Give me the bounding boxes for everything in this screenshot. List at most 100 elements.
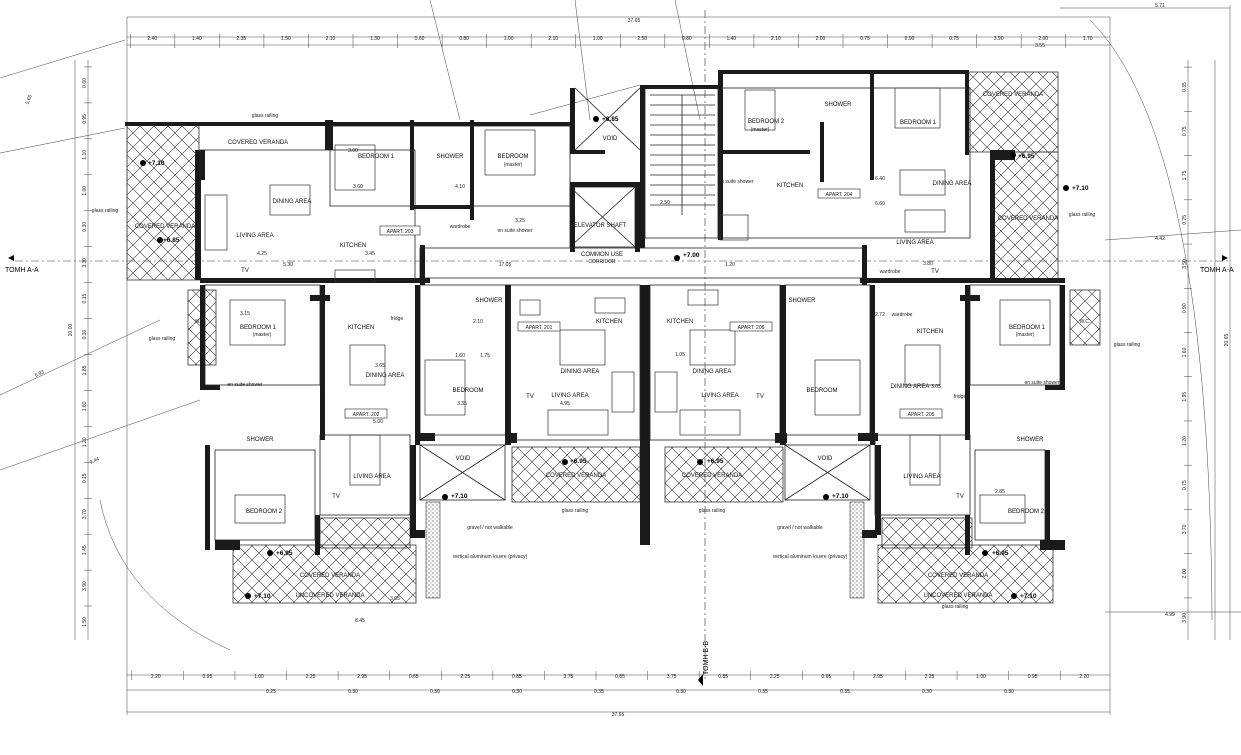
room-dim-text: 3.65 <box>375 363 385 369</box>
top-dim-text: 2.35 <box>236 36 246 42</box>
room-dim-text: 8.45 <box>355 618 365 624</box>
room-dim-text: 1.20 <box>725 262 735 268</box>
label-bedroom-2-l: BEDROOM 2 <box>246 509 283 515</box>
dimension-lines <box>0 0 1241 715</box>
room-dim-text: 2.72 <box>875 312 885 318</box>
level-695-br2: +6.95 <box>992 550 1009 557</box>
label-shower: SHOWER <box>437 154 465 160</box>
bottom-dim-text: 0.65 <box>821 674 831 680</box>
misc-dimension-texts: 5.713.554.424.996.939.445.65 <box>25 3 1176 618</box>
room-dim-text: 1.05 <box>675 352 685 358</box>
label-elevator: ELEVATOR SHAFT <box>574 223 627 229</box>
room-dim-text: 17.05 <box>499 262 512 268</box>
label-shower-r2: SHOWER <box>1017 437 1045 443</box>
label-bedroom-r: BEDROOM <box>806 388 837 394</box>
label-dining-l: DINING AREA <box>366 373 405 379</box>
top-dim-text: 2.10 <box>771 36 781 42</box>
label-kitchen-top: KITCHEN <box>777 183 803 189</box>
furniture <box>204 87 1051 524</box>
total-width-bottom: 37.65 <box>612 712 625 718</box>
label-covered-veranda-bl: COVERED VERANDA <box>300 573 360 579</box>
bottom-dim-text: 2.25 <box>925 674 935 680</box>
label-master-2: (master) <box>751 127 770 133</box>
label-common-use: COMMON USE <box>581 252 623 258</box>
label-dining-201: DINING AREA <box>561 369 600 375</box>
label-louvre-r: vertical aluminum louvre (privacy) <box>773 554 848 560</box>
level-710-br3: +7.10 <box>1020 593 1037 600</box>
interior-lines <box>199 87 1061 541</box>
label-en-suite-r: en suite shower <box>1024 380 1059 386</box>
left-dimension-texts: 0.600.951.101.000.303.300.150.301.851.60… <box>82 66 92 627</box>
bottom-small-dim-text: 0.35 <box>840 689 850 695</box>
section-a-left: TOMH A-A <box>5 267 39 274</box>
right-dim-text: 1.20 <box>1182 436 1188 446</box>
label-fridge-r: fridge <box>954 394 967 400</box>
label-covered-veranda-tr: COVERED VERANDA <box>983 92 1043 98</box>
label-master: (master) <box>504 162 523 168</box>
room-dim-text: 1.75 <box>480 353 490 359</box>
bottom-small-dim-text: 0.35 <box>758 689 768 695</box>
label-covered-veranda-201: COVERED VERANDA <box>546 473 606 479</box>
left-dim-text: 0.30 <box>82 222 88 232</box>
label-covered-veranda-br: COVERED VERANDA <box>928 573 988 579</box>
label-bedroom-1-master-l: BEDROOM 1 <box>240 325 277 331</box>
label-tv-201: TV <box>526 394 534 400</box>
gravel-strip-left <box>425 501 441 599</box>
top-dim-text: 2.10 <box>326 36 336 42</box>
misc-dim-text: 3.55 <box>1035 43 1045 49</box>
top-dim-text: 0.60 <box>415 36 425 42</box>
bottom-dim-text: 2.25 <box>770 674 780 680</box>
right-dim-text: 3.50 <box>1182 259 1188 269</box>
bottom-dim-text: 3.75 <box>667 674 677 680</box>
label-glass-railing-top: glass railing <box>252 113 279 119</box>
top-dim-text: 1.00 <box>593 36 603 42</box>
room-dim-text: 2.50 <box>660 200 670 206</box>
label-bedroom-1-top: BEDROOM 1 <box>900 120 937 126</box>
label-covered-veranda-r: COVERED VERANDA <box>998 216 1058 222</box>
label-glass-railing-l2: glass railing <box>149 336 176 342</box>
top-dim-text: 1.30 <box>370 36 380 42</box>
left-dim-text: 1.10 <box>82 150 88 160</box>
left-dim-text: 1.50 <box>82 617 88 627</box>
label-glass-railing-br: glass railing <box>699 508 726 514</box>
room-dim-text: 3.35 <box>457 401 467 407</box>
left-dim-text: 0.15 <box>82 473 88 483</box>
section-b-label: TOMH B-B <box>703 641 710 675</box>
room-dim-text: 3.45 <box>365 251 375 257</box>
room-dim-text: 4.25 <box>257 251 267 257</box>
left-dim-text: 3.90 <box>82 581 88 591</box>
label-master-r: (master) <box>1016 332 1035 338</box>
label-living-201: LIVING AREA <box>551 393 588 399</box>
left-dim-text: 0.30 <box>82 329 88 339</box>
right-total: 20.65 <box>1224 334 1230 347</box>
label-kitchen-201: KITCHEN <box>596 319 622 325</box>
apt-202: APART. 202 <box>353 412 380 418</box>
left-dim-text: 1.45 <box>82 545 88 555</box>
top-dim-text: 1.00 <box>504 36 514 42</box>
bottom-dim-text: 2.20 <box>151 674 161 680</box>
label-louvre-l: vertical aluminum louvre (privacy) <box>453 554 528 560</box>
top-dim-text: 0.80 <box>459 36 469 42</box>
top-dim-text: 2.00 <box>1038 36 1048 42</box>
bottom-dim-text: 0.85 <box>718 674 728 680</box>
label-living-area: LIVING AREA <box>236 233 273 239</box>
bottom-dim-text: 0.95 <box>203 674 213 680</box>
label-tv-r2: TV <box>956 494 964 500</box>
level-markers: +6.85 +7.10 +6.85 +6.95 +7.10 +7.00 +6.9… <box>140 116 1089 600</box>
apt-204: APART. 204 <box>826 192 853 198</box>
room-dim-text: 3.15 <box>240 311 250 317</box>
misc-dim-text: 6.93 <box>34 369 46 379</box>
bottom-small-dim-text: 0.25 <box>266 689 276 695</box>
top-dim-text: 1.70 <box>1083 36 1093 42</box>
total-width-top: 37.65 <box>628 18 641 24</box>
bottom-dim-text: 0.85 <box>512 674 522 680</box>
left-dim-text: 0.15 <box>82 294 88 304</box>
label-void-r: VOID <box>818 456 833 462</box>
room-labels: COVERED VERANDA BEDROOM 1 SHOWER BEDROOM… <box>92 92 1141 610</box>
label-covered-veranda-206: COVERED VERANDA <box>682 473 742 479</box>
misc-dim-text: 5.65 <box>25 94 34 105</box>
left-dim-text: 1.60 <box>82 401 88 411</box>
misc-dim-text: 9.44 <box>89 456 101 466</box>
apt-201: APART. 201 <box>526 325 553 331</box>
